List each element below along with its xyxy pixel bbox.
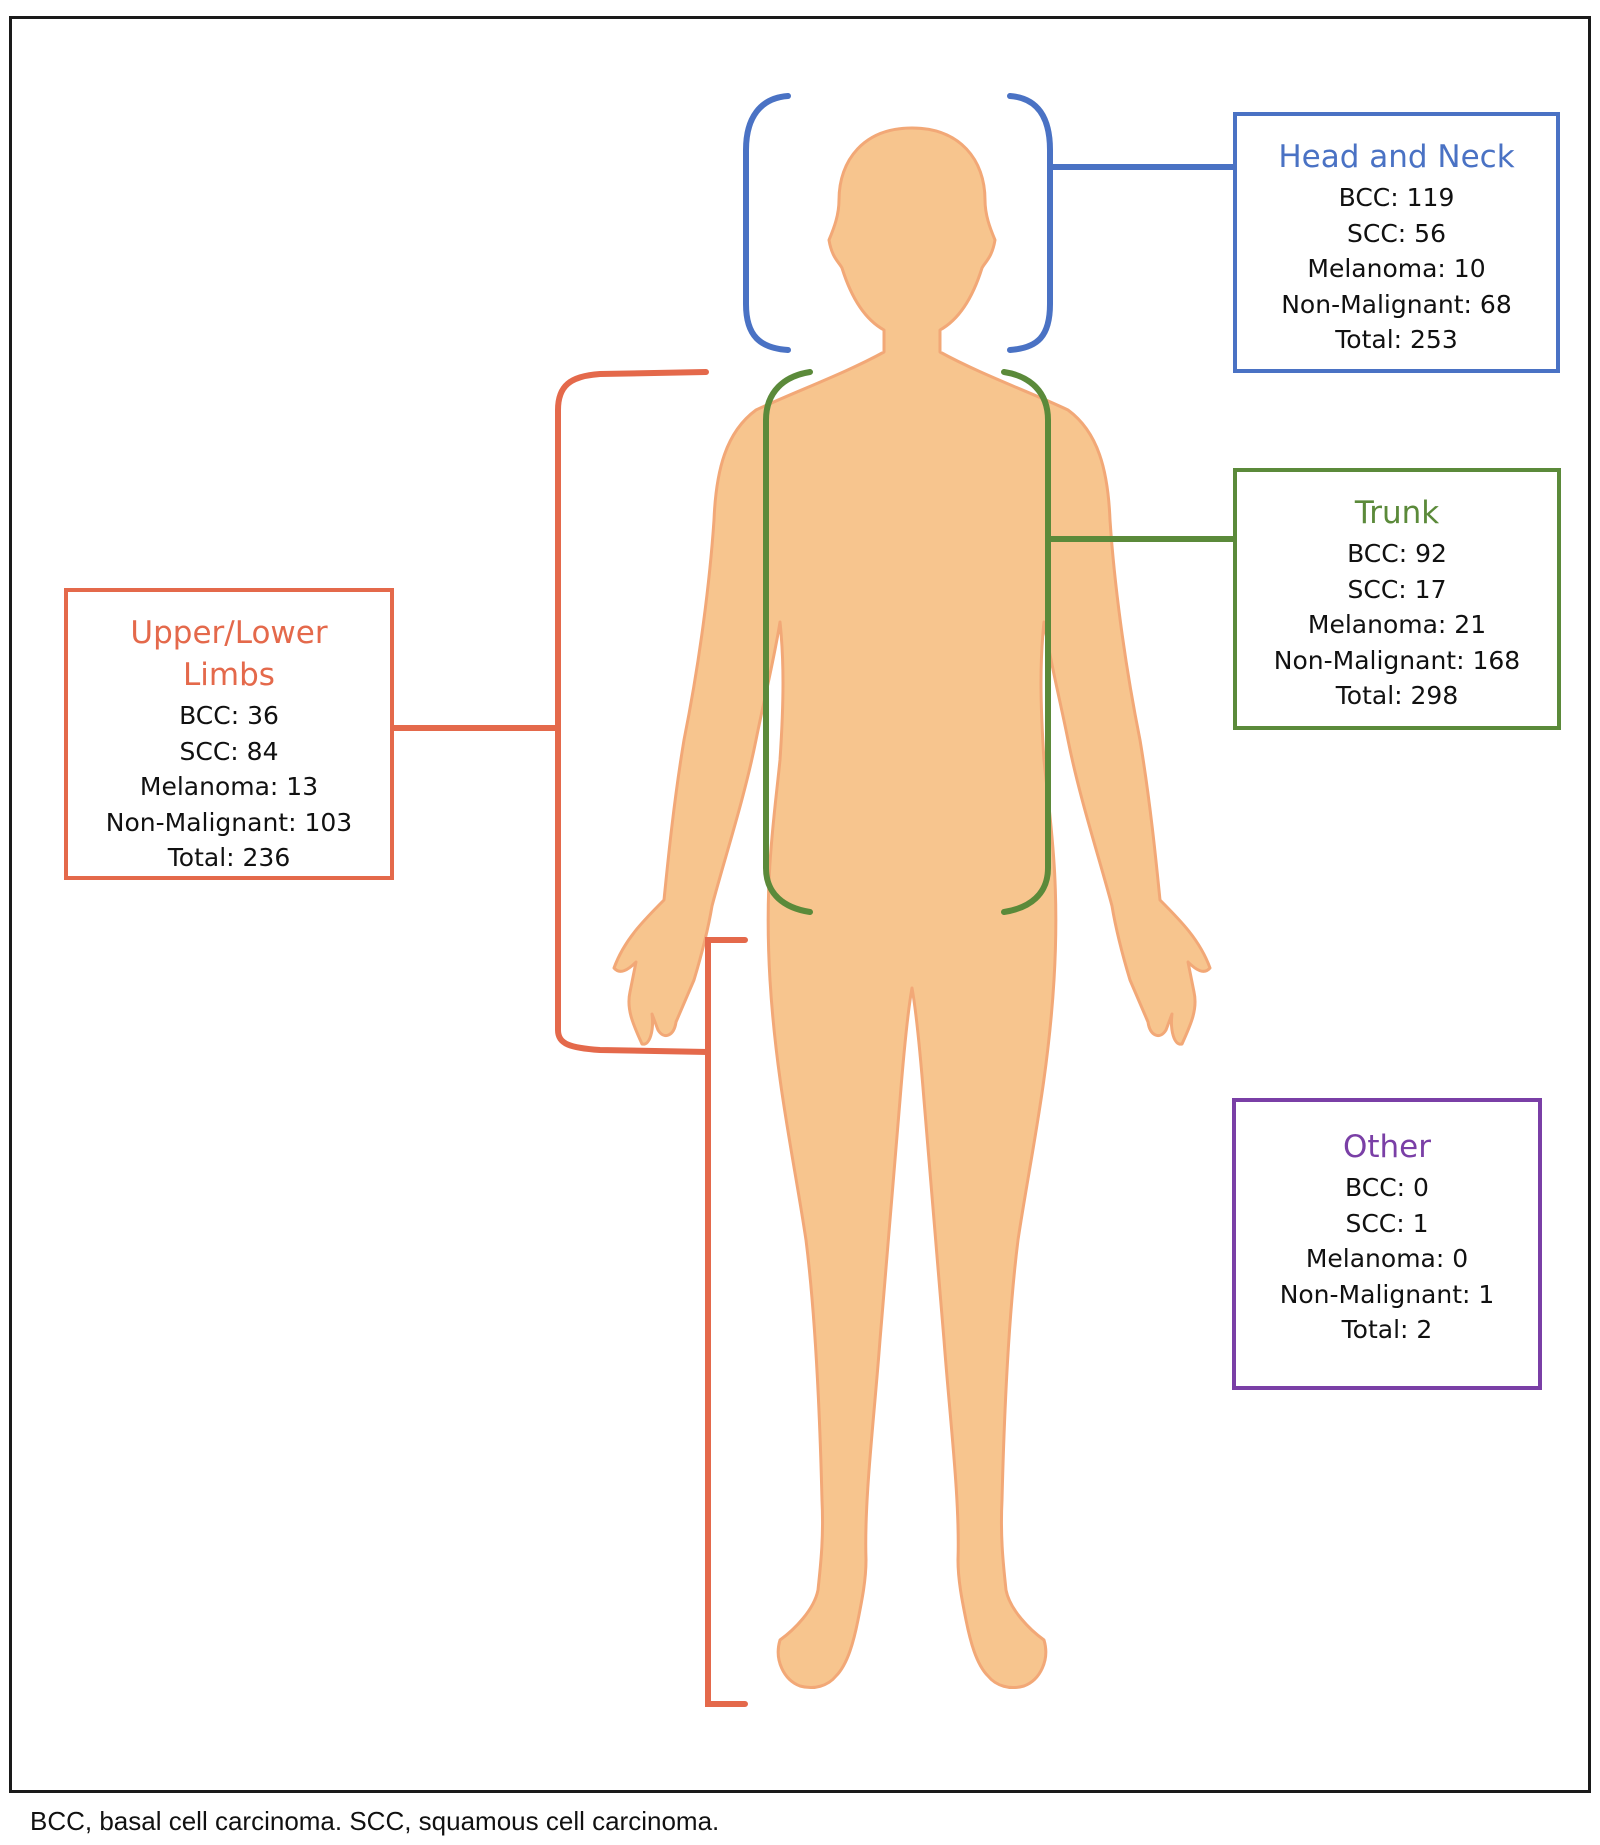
head-left-bracket — [743, 93, 791, 353]
limbs-box: Upper/Lower Limbs BCC: 36 SCC: 84 Melano… — [64, 588, 394, 880]
figure-footnote: BCC, basal cell carcinoma. SCC, squamous… — [30, 1806, 720, 1836]
human-body-silhouette — [612, 126, 1212, 1690]
trunk-non-malignant: Non-Malignant: 168 — [1273, 645, 1521, 675]
limbs-title: Upper/Lower Limbs — [130, 615, 328, 693]
other-scc: SCC: 1 — [1345, 1208, 1429, 1238]
head-neck-total: Total: 253 — [1335, 325, 1458, 354]
limbs-non-malignant: Non-Malignant: 103 — [105, 807, 353, 837]
upper-limb-bracket — [555, 369, 711, 1055]
limbs-scc: SCC: 84 — [179, 736, 279, 766]
trunk-box: Trunk BCC: 92 SCC: 17 Melanoma: 21 Non-M… — [1233, 468, 1561, 730]
body-shape-icon — [612, 126, 1212, 1690]
head-neck-title: Head and Neck — [1278, 139, 1515, 175]
trunk-title: Trunk — [1354, 495, 1440, 531]
trunk-total: Total: 298 — [1335, 681, 1459, 710]
head-neck-bcc: BCC: 119 — [1338, 183, 1455, 212]
other-title: Other — [1342, 1129, 1432, 1165]
trunk-bracket — [763, 369, 1239, 915]
other-box: Other BCC: 0 SCC: 1 Melanoma: 0 Non-Mali… — [1232, 1098, 1542, 1390]
head-neck-bracket — [743, 93, 1239, 353]
other-total: Total: 2 — [1341, 1315, 1433, 1344]
other-non-malignant: Non-Malignant: 1 — [1279, 1279, 1495, 1309]
body-diagram — [389, 93, 1239, 1707]
head-neck-melanoma: Melanoma: 10 — [1307, 254, 1486, 283]
limbs-bracket — [389, 369, 748, 1707]
head-neck-box: Head and Neck BCC: 119 SCC: 56 Melanoma:… — [1233, 112, 1560, 373]
head-neck-scc: SCC: 56 — [1347, 218, 1446, 248]
other-melanoma: Melanoma: 0 — [1305, 1244, 1469, 1273]
limbs-bcc: BCC: 36 — [179, 701, 279, 730]
other-bcc: BCC: 0 — [1345, 1173, 1429, 1202]
trunk-left-bracket — [763, 369, 813, 915]
figure-frame — [9, 16, 1591, 1793]
trunk-scc: SCC: 17 — [1347, 574, 1447, 604]
trunk-melanoma: Melanoma: 21 — [1307, 610, 1487, 639]
lower-limb-bracket — [705, 937, 748, 1707]
trunk-right-bracket — [1001, 369, 1051, 915]
trunk-bcc: BCC: 92 — [1347, 539, 1447, 568]
head-neck-non-malignant: Non-Malignant: 68 — [1281, 289, 1512, 319]
limbs-melanoma: Melanoma: 13 — [139, 772, 319, 801]
head-right-bracket — [1007, 93, 1053, 353]
limbs-total: Total: 236 — [167, 843, 291, 872]
